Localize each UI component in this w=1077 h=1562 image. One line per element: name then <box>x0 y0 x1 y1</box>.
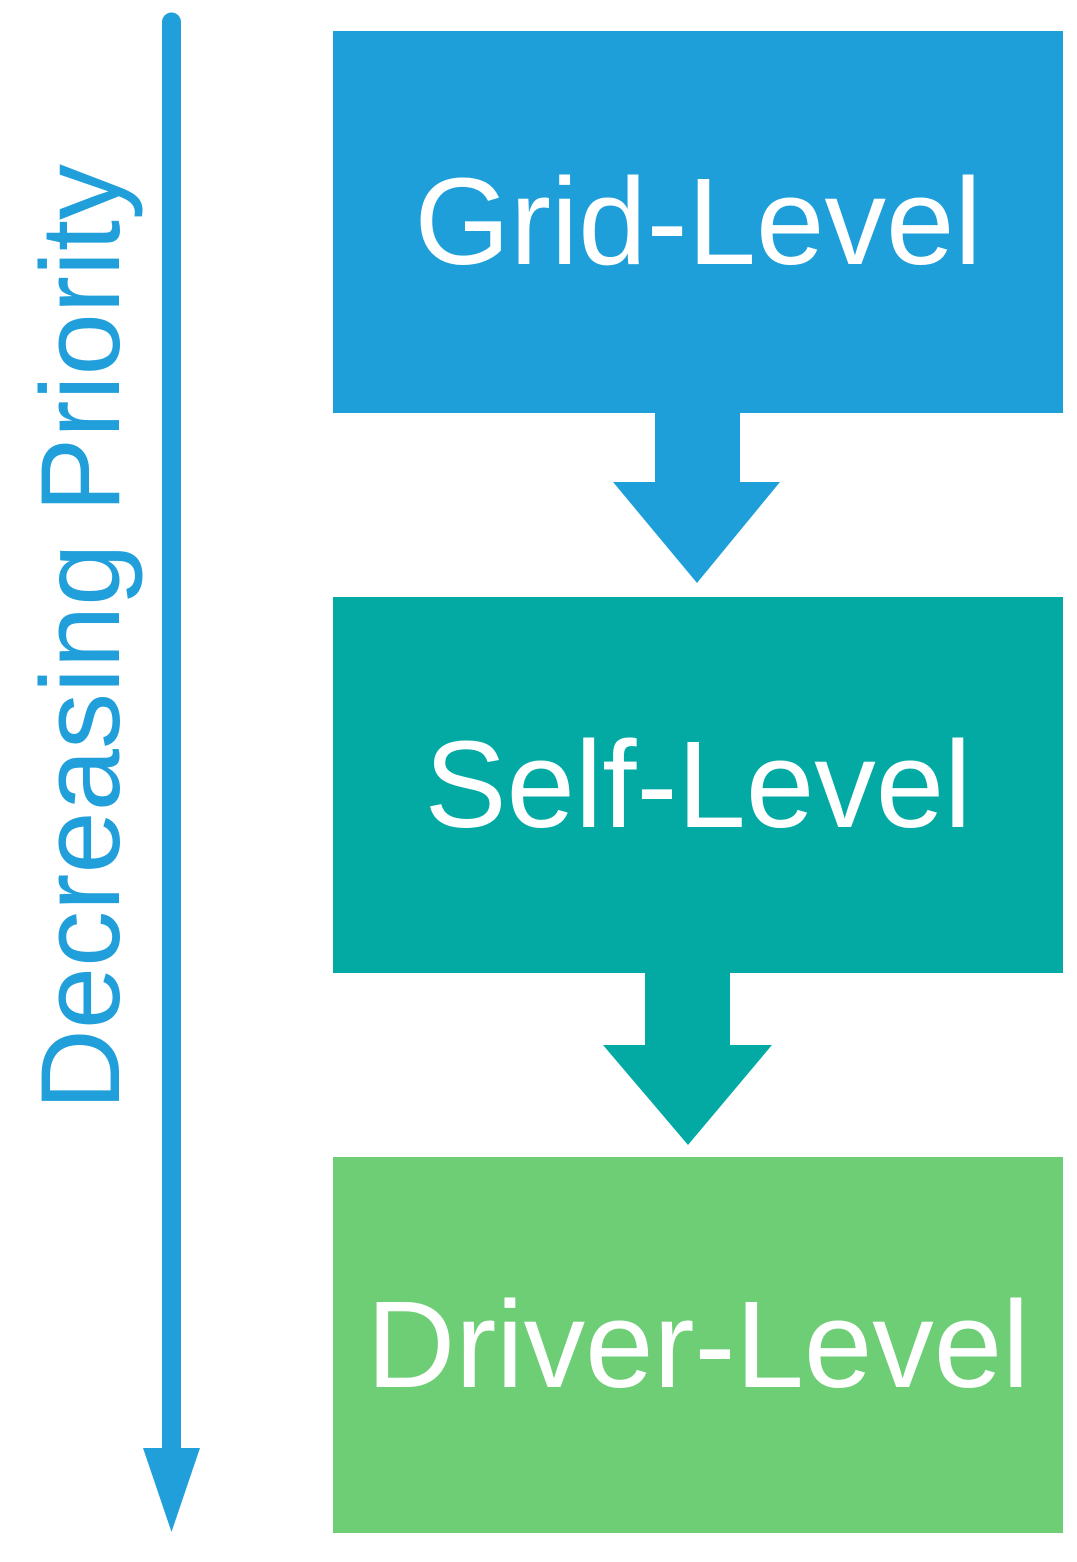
driver-level-label: Driver-Level <box>366 1276 1030 1414</box>
grid-level-label: Grid-Level <box>414 153 982 291</box>
priority-arrow-head <box>143 1448 200 1532</box>
grid-level-box: Grid-Level <box>333 31 1063 413</box>
grid-to-self-arrow <box>613 413 780 583</box>
grid-to-self-arrow-shape <box>613 413 780 583</box>
self-to-driver-arrow-shape <box>603 973 772 1145</box>
self-level-box: Self-Level <box>333 597 1063 973</box>
self-to-driver-arrow <box>603 973 772 1145</box>
driver-level-box: Driver-Level <box>333 1157 1063 1533</box>
decreasing-priority-arrow <box>143 12 200 1532</box>
self-level-label: Self-Level <box>424 716 972 854</box>
